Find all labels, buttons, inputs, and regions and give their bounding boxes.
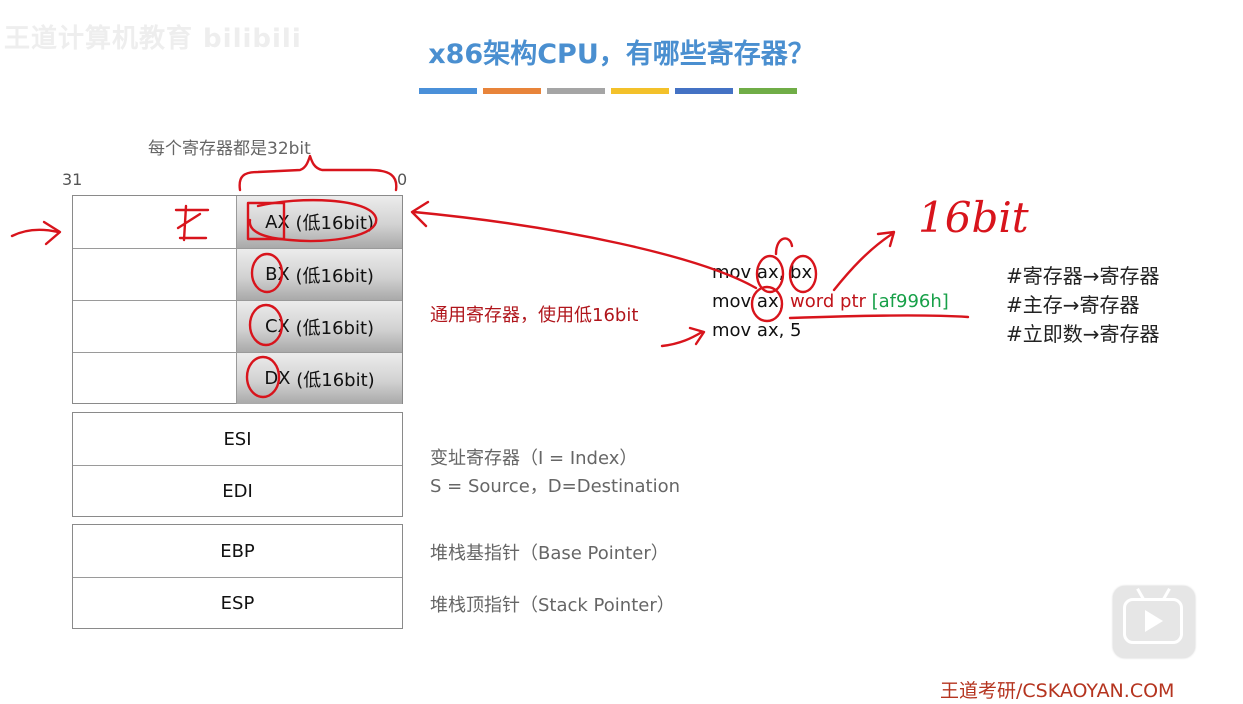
line3-arrow [660, 326, 706, 348]
register-row-ebp: EBP [73, 525, 402, 577]
register-high-half [73, 196, 237, 248]
arrow-to-16bit [832, 230, 896, 292]
register-name: DX [264, 368, 291, 389]
title-color-bar [739, 88, 797, 94]
comment-line-2: #主存→寄存器 [1006, 293, 1140, 317]
index-register-desc-2: S = Source，D=Destination [430, 476, 681, 497]
general-register-desc: 通用寄存器，使用低16bit [430, 305, 639, 326]
left-arrow-annotation [10, 220, 62, 246]
register-low-half: DX (低16bit) [237, 353, 402, 404]
register-high-half [73, 301, 237, 352]
play-icon [1145, 610, 1163, 632]
register-name: AX [265, 211, 290, 233]
title-color-bar [483, 88, 541, 94]
index-register-desc: 变址寄存器（I = Index） [430, 448, 638, 469]
slide-title: x86架构CPU，有哪些寄存器？ [428, 39, 815, 70]
code-line-1: mov ax, bx [712, 262, 813, 283]
register-name: ESI [223, 428, 252, 450]
register-row-ax: AX (低16bit) [73, 196, 402, 248]
pointer-register-table: EBP ESP [72, 524, 403, 629]
bit-index-high: 31 [62, 170, 83, 189]
index-register-table: ESI EDI [72, 412, 403, 517]
arrow-code-to-ax [410, 200, 758, 290]
register-name: ESP [220, 593, 255, 614]
code-keyword: word ptr [790, 291, 872, 312]
watermark-logo: 王道计算机教育 bilibili [4, 24, 302, 54]
general-register-table: AX (低16bit) BX (低16bit) CX (低16bit) DX (… [72, 195, 403, 404]
register-name: EBP [220, 540, 255, 562]
register-note: (低16bit) [295, 317, 375, 339]
code-line-3: mov ax, 5 [712, 320, 802, 341]
esp-desc: 堆栈顶指针（Stack Pointer） [430, 595, 675, 616]
register-row-esp: ESP [73, 577, 402, 629]
register-low-half: CX (低16bit) [237, 301, 402, 352]
register-note: (低16bit) [295, 265, 374, 287]
register-name: BX [265, 264, 290, 285]
register-name: EDI [222, 481, 253, 502]
operand-underline [788, 314, 970, 320]
footer-brand: 王道考研/CSKAOYAN.COM [940, 680, 1175, 702]
brace-annotation [238, 154, 398, 192]
register-note: (低16bit) [295, 213, 374, 234]
title-color-bar [547, 88, 605, 94]
comment-line-3: #立即数→寄存器 [1006, 322, 1160, 346]
register-row-cx: CX (低16bit) [73, 300, 402, 352]
register-note: (低16bit) [296, 369, 375, 391]
register-row-bx: BX (低16bit) [73, 248, 402, 300]
code-line-2: mov ax, word ptr [af996h] [712, 291, 949, 312]
title-color-bar [611, 88, 669, 94]
register-row-dx: DX (低16bit) [73, 352, 402, 404]
comment-line-1: #寄存器→寄存器 [1006, 264, 1160, 288]
bit-index-low: 0 [397, 170, 408, 189]
register-width-caption: 每个寄存器都是32bit [148, 139, 311, 159]
ebp-desc: 堆栈基指针（Base Pointer） [430, 543, 669, 564]
link-mark [774, 237, 794, 256]
register-high-half [73, 353, 237, 404]
title-color-bar [675, 88, 733, 94]
register-name: CX [264, 316, 290, 337]
tv-screen-icon [1123, 598, 1183, 644]
title-color-bar [419, 88, 477, 94]
register-row-esi: ESI [73, 413, 402, 465]
handwritten-16bit-note: 16bit [918, 193, 1029, 242]
code-text: mov ax, [712, 291, 791, 312]
code-address: [af996h] [871, 291, 949, 312]
register-high-half [73, 249, 237, 300]
register-low-half: BX (低16bit) [237, 249, 402, 300]
video-play-button[interactable] [1113, 586, 1195, 658]
register-low-half: AX (低16bit) [237, 196, 402, 248]
register-row-edi: EDI [73, 465, 402, 517]
